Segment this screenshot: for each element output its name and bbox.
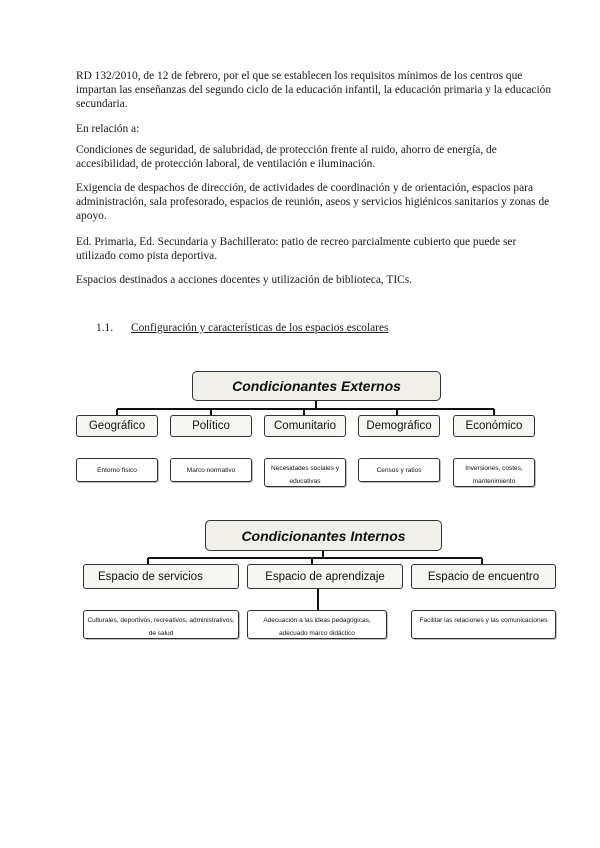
externos-detail-politico: Marco normativo xyxy=(170,458,252,482)
externos-title-box: Condicionantes Externos xyxy=(192,371,441,401)
paragraph-en-relacion: En relación a: xyxy=(76,123,140,135)
externos-category-geografico: Geográfico xyxy=(76,415,158,437)
externos-detail-geografico: Entorno físico xyxy=(76,458,158,482)
section-number: 1.1. xyxy=(96,322,114,334)
paragraph-primaria: Ed. Primaria, Ed. Secundaria y Bachiller… xyxy=(76,236,517,262)
internos-detail-aprendizaje: Adecuación a las ideas pedagógicas, adec… xyxy=(247,610,387,639)
internos-category-servicios: Espacio de servicios xyxy=(83,564,239,589)
internos-title-box: Condicionantes Internos xyxy=(205,520,442,551)
internos-category-encuentro: Espacio de encuentro xyxy=(411,564,556,589)
externos-category-economico: Económico xyxy=(453,415,535,437)
paragraph-rd: RD 132/2010, de 12 de febrero, por el qu… xyxy=(76,70,552,110)
externos-category-politico: Político xyxy=(170,415,252,437)
externos-category-comunitario: Comunitario xyxy=(264,415,346,437)
externos-category-demografico: Demográfico xyxy=(358,415,440,437)
section-heading: 1.1. Configuración y características de l… xyxy=(96,321,388,335)
externos-detail-comunitario: Necesidades sociales y educativas xyxy=(264,458,346,487)
internos-detail-encuentro: Facilitar las relaciones y las comunicac… xyxy=(411,610,556,639)
externos-detail-demografico: Censos y ratios xyxy=(358,458,440,482)
internos-detail-servicios: Culturales, deportivos, recreativos, adm… xyxy=(83,610,239,639)
section-title: Configuración y características de los e… xyxy=(131,322,389,334)
externos-detail-economico: Inversiones, costes, mantenimiento xyxy=(453,458,535,487)
paragraph-espacios: Espacios destinados a acciones docentes … xyxy=(76,274,413,286)
paragraph-exigencia: Exigencia de despachos de dirección, de … xyxy=(76,182,550,222)
internos-category-aprendizaje: Espacio de aprendizaje xyxy=(247,564,403,589)
paragraph-condiciones: Condiciones de seguridad, de salubridad,… xyxy=(76,144,497,170)
